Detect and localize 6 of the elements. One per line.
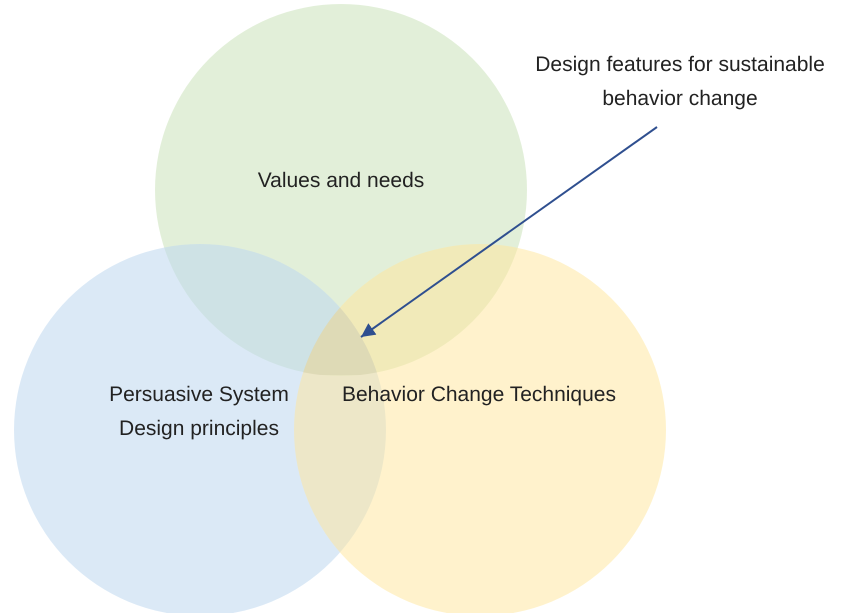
- circle-label: Behavior Change Techniques: [341, 382, 617, 408]
- circle-label: Persuasive System Design principles: [108, 382, 290, 442]
- leader-arrow: [360, 126, 658, 338]
- overlap-region: [303, 308, 377, 375]
- circle-label: Values and needs: [256, 168, 426, 194]
- callout-text: Design features for sustainable behavior change: [534, 52, 826, 112]
